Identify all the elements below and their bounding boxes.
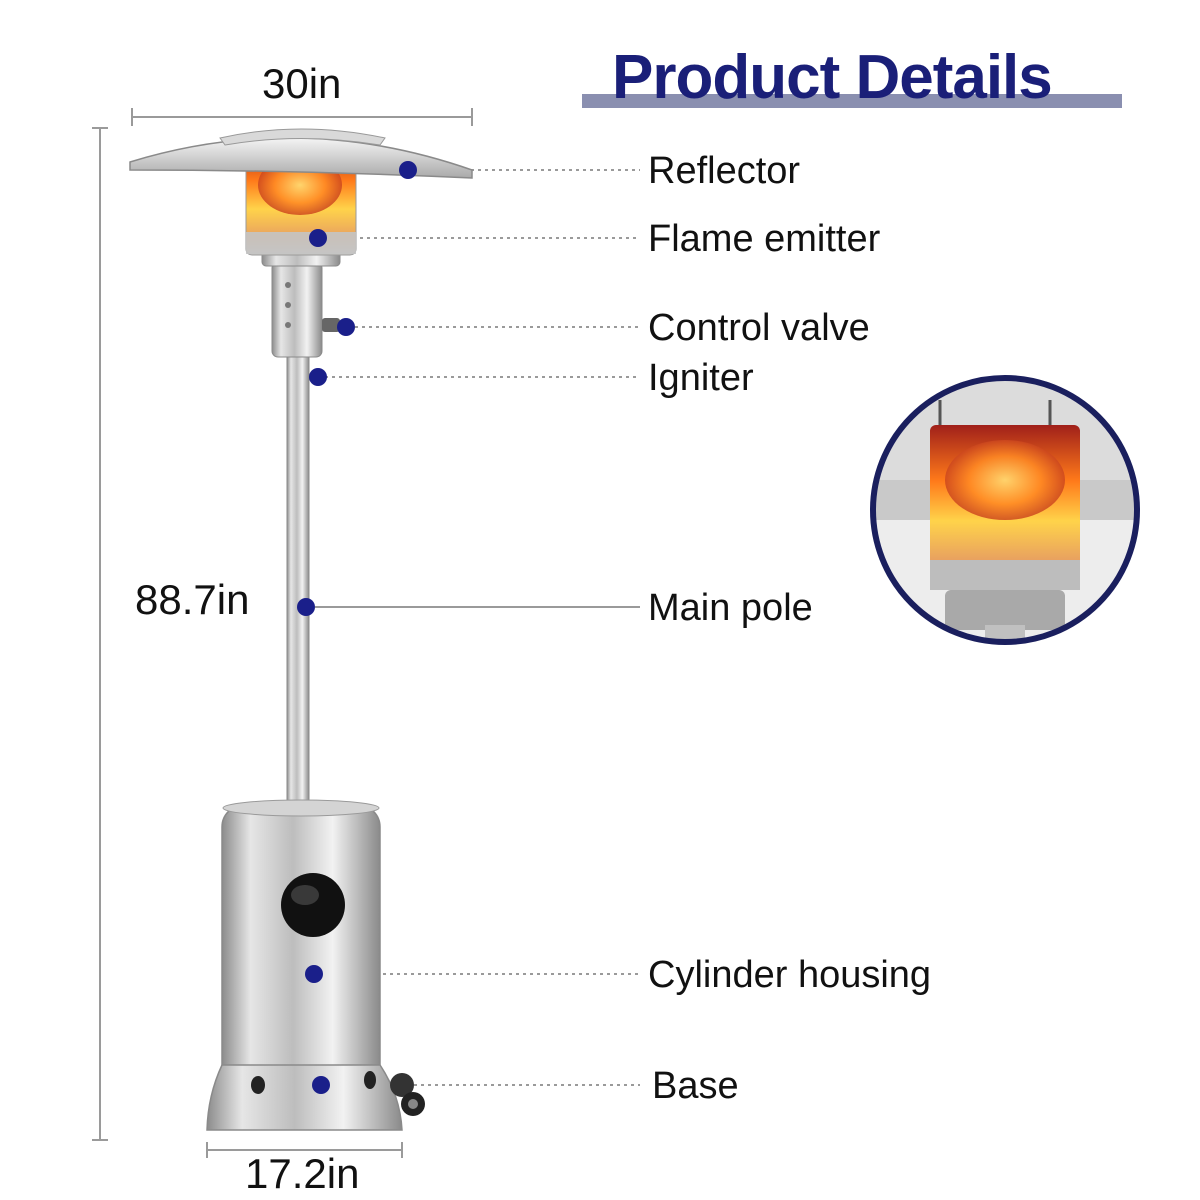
page-title: Product Details <box>582 42 1122 114</box>
dimension-lines <box>92 108 473 1158</box>
dimension-width-base: 17.2in <box>245 1150 360 1197</box>
title-text: Product Details <box>612 43 1053 112</box>
label-cylinder-housing: Cylinder housing <box>648 954 932 996</box>
base-shape <box>206 1064 425 1131</box>
control-valve-shape <box>261 249 341 358</box>
dimension-height: 88.7in <box>135 576 250 623</box>
label-main-pole: Main pole <box>648 587 813 629</box>
title-underline <box>582 94 1122 108</box>
flame-emitter-closeup <box>870 375 1140 645</box>
label-reflector: Reflector <box>648 150 801 192</box>
cylinder-housing-shape <box>221 799 381 1096</box>
label-base: Base <box>652 1065 739 1107</box>
dimension-width-top: 30in <box>262 60 342 107</box>
label-flame-emitter: Flame emitter <box>648 218 881 260</box>
label-igniter: Igniter <box>648 357 754 399</box>
part-markers <box>297 161 417 1094</box>
label-control-valve: Control valve <box>648 307 870 349</box>
main-pole-shape <box>286 354 310 811</box>
reflector-shape <box>129 128 473 179</box>
